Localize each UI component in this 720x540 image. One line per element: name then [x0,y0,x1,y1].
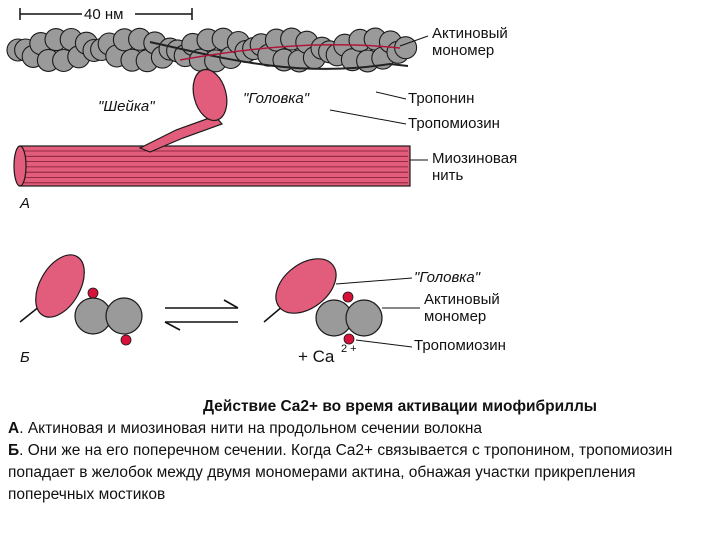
panel-b-letter: Б [20,349,30,366]
myosin-head-right [275,258,337,314]
actin-monomer-left-2 [105,297,143,335]
label-actin-monomer-2: мономер [432,42,494,59]
label-calcium: + Ca [298,347,335,366]
tropomyosin-dot-left-bottom [120,334,132,346]
label-myosin-1: Миозиновая [432,150,517,167]
myosin-cross-bridge [138,68,228,153]
myosin-neck [138,115,224,153]
actin-filament [6,27,418,73]
label-actin-monomer-b-1: Актиновый [424,291,500,308]
tropomyosin-dot-left-top [87,287,99,299]
caption-a-text: . Актиновая и миозиновая нити на продоль… [19,420,483,437]
myosin-filament [13,145,411,187]
label-calcium-charge: 2 + [341,343,357,355]
myosin-head-left [35,254,85,318]
panel-b-before [19,254,143,346]
label-tropomyosin: Тропомиозин [408,115,500,132]
caption-line-a: А. Актиновая и миозиновая нити на продол… [8,418,712,440]
label-neck: "Шейка" [98,98,155,115]
tropomyosin-strand [149,41,409,70]
label-head: "Головка" [243,90,310,107]
tropomyosin-dot-right-top [342,291,354,303]
actin-monomer-right-2 [345,299,383,337]
label-actin-monomer-1: Актиновый [432,25,508,42]
figure-caption: Действие Ca2+ во время активации миофибр… [8,396,712,506]
tropomyosin-dot-right-bottom [343,333,355,345]
scale-bar-label: 40 нм [84,6,123,23]
caption-a-letter: А [8,420,20,437]
panel-a-letter: А [19,195,30,212]
caption-b-text: . Они же на его поперечном сечении. Когд… [8,442,673,503]
panel-b-after [263,258,383,345]
myosin-neck-stub-right [263,305,284,323]
scale-bar: 40 нм [19,6,193,23]
tropomyosin-strand-2 [179,44,401,61]
panel-b-leader-lines [335,277,420,348]
actin-myosin-diagram: 40 нм Актиновый мономер Тропонин Тропоми… [6,6,517,366]
label-troponin: Тропонин [408,90,474,107]
label-myosin-2: нить [432,167,464,184]
panel-a-leader-lines [329,35,429,161]
caption-line-b: Б. Они же на его поперечном сечении. Ког… [8,440,712,506]
myosin-head [192,68,228,122]
label-actin-monomer-b-2: мономер [424,308,486,325]
equilibrium-arrows [164,299,239,331]
caption-title: Действие Ca2+ во время активации миофибр… [202,398,598,415]
caption-b-letter: Б [8,442,20,459]
label-tropomyosin-b: Тропомиозин [414,337,506,354]
label-head-b: "Головка" [414,269,481,286]
